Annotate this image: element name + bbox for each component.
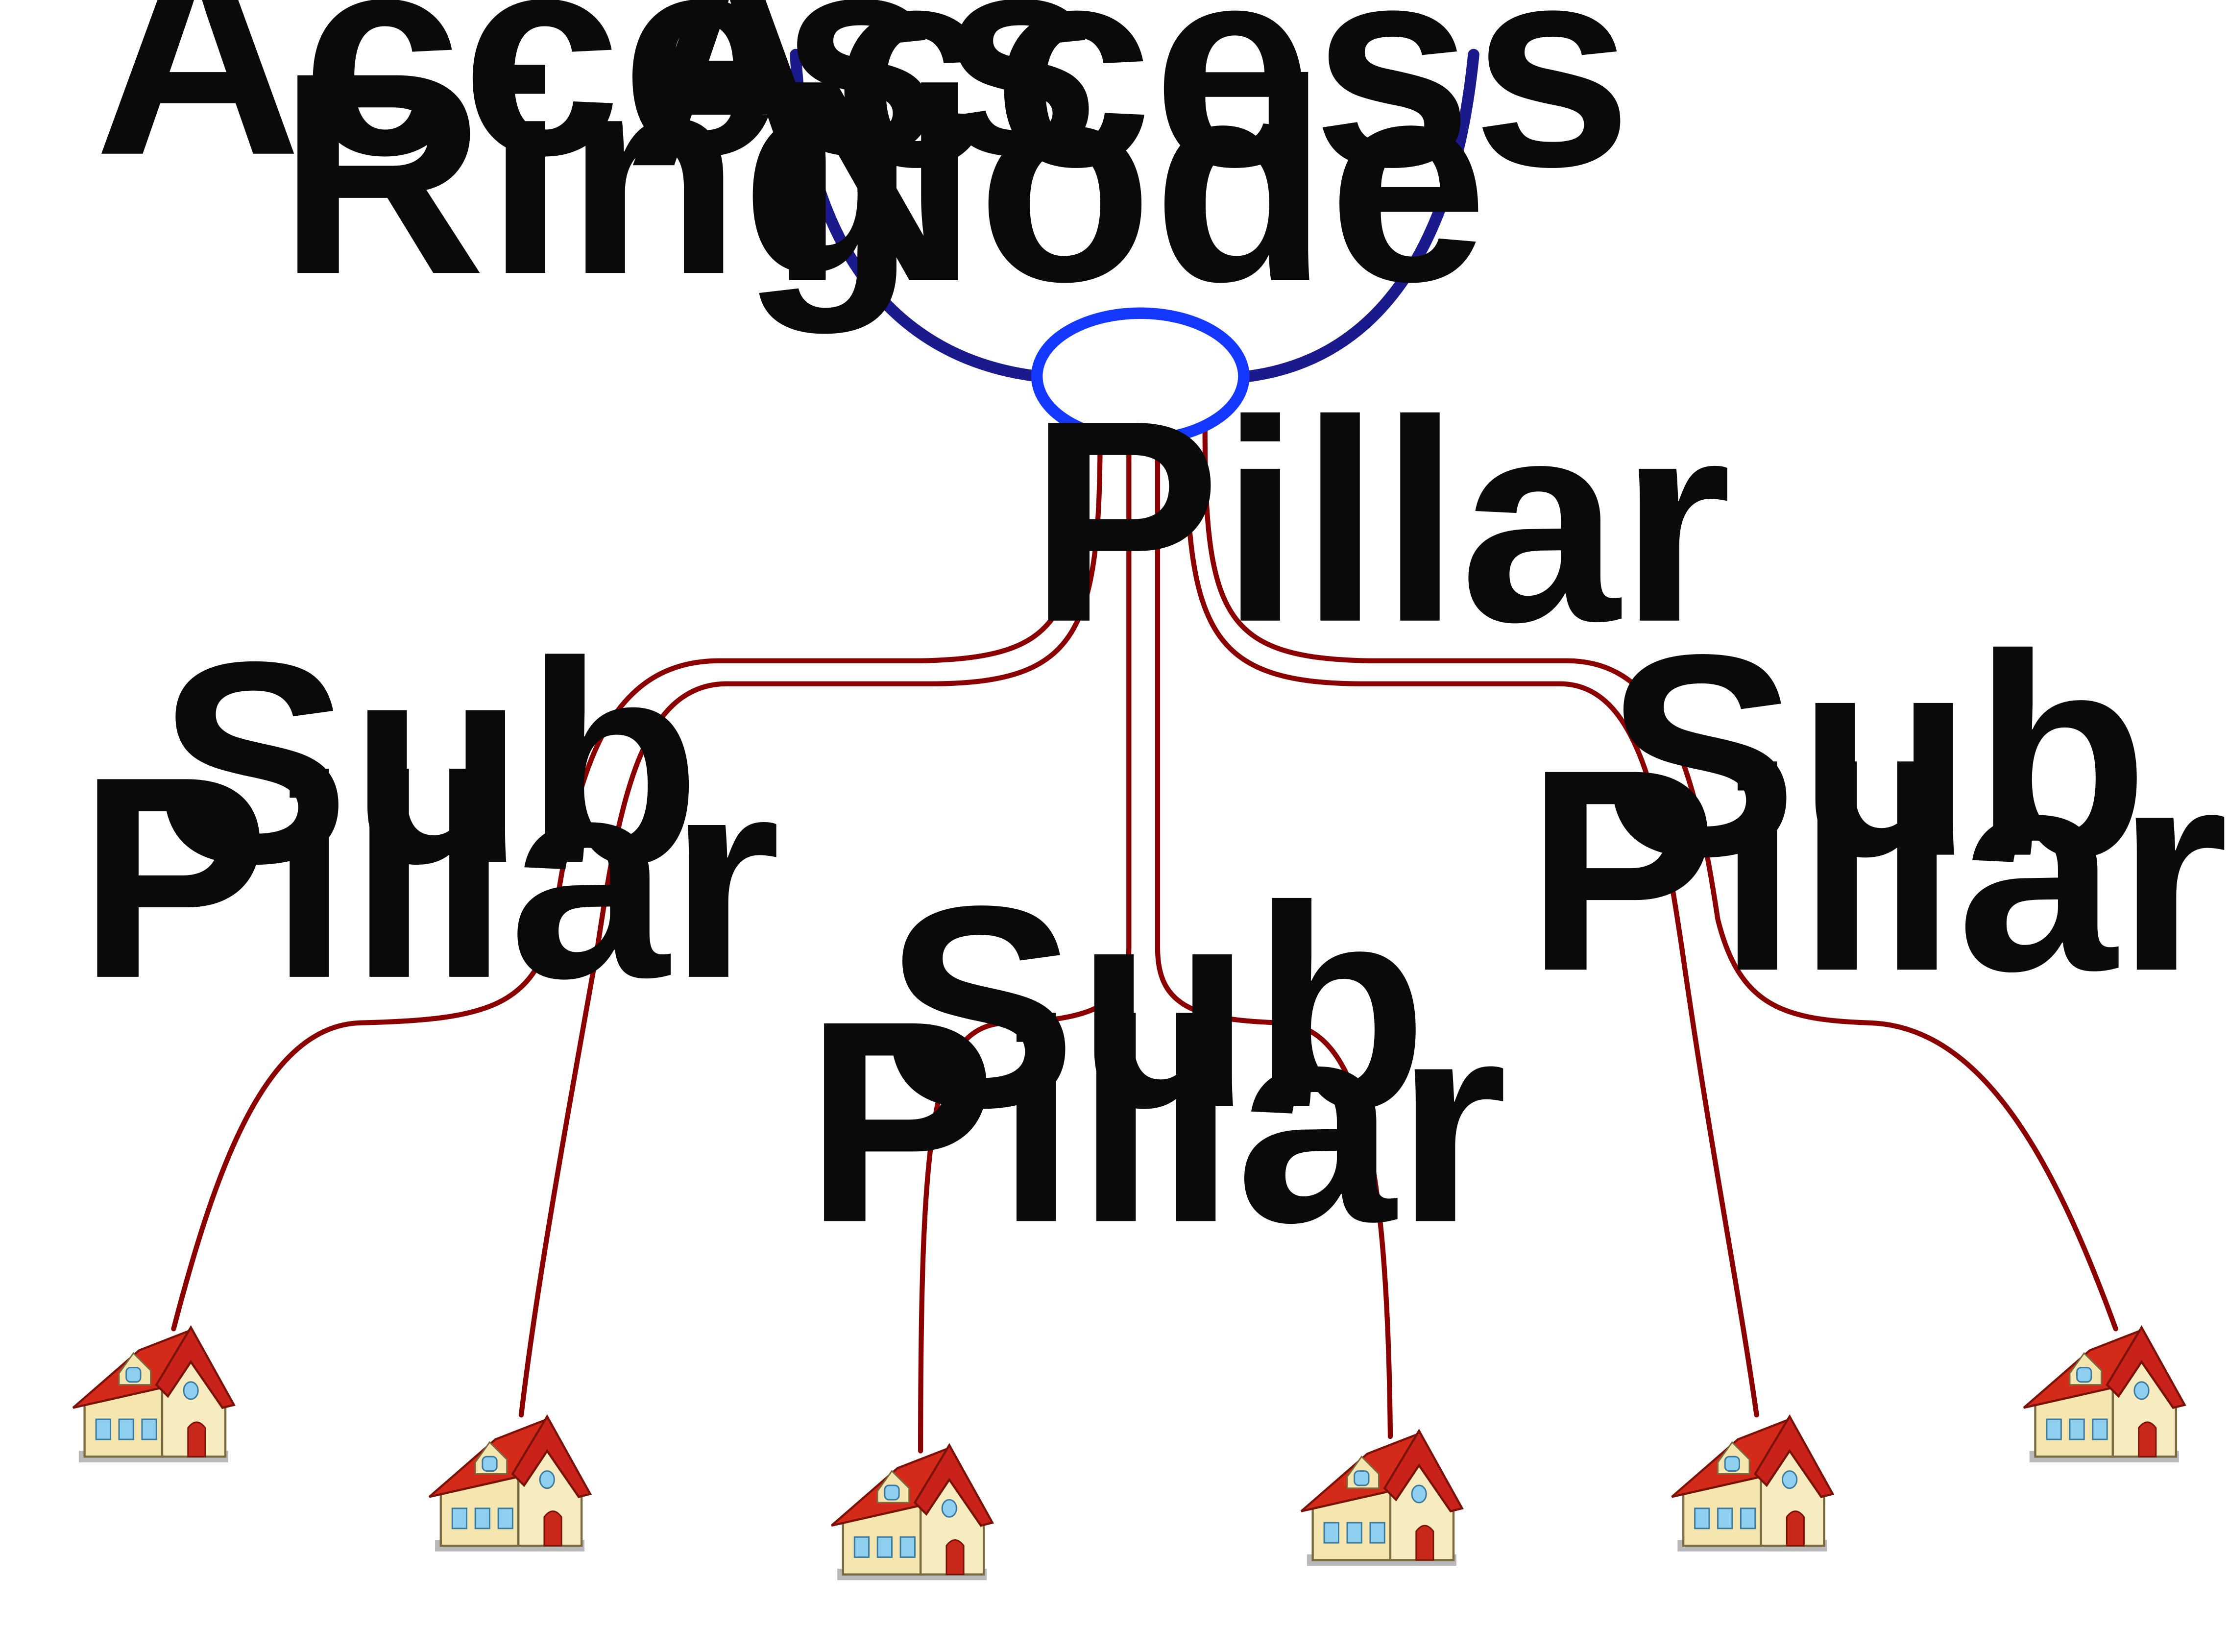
label-sub-pillar-center-line1: Sub: [885, 847, 1428, 1167]
house-icon: [831, 1445, 992, 1580]
label-access-node-line1: Access: [626, 0, 1632, 226]
house-icon: [73, 1327, 234, 1462]
cable-left-outer: [171, 428, 1084, 1332]
cable-group: [171, 428, 2118, 1454]
label-sub-pillar-right-line1: Sub: [1606, 595, 2149, 916]
cable-left-inner: [518, 428, 1103, 1418]
house-icon: [429, 1416, 590, 1552]
label-access-ring-line2: Ring: [278, 13, 917, 336]
access-ring-line: [790, 49, 1479, 382]
house-icon: [1301, 1431, 1462, 1566]
cable-center-left: [918, 431, 1132, 1454]
cable-right-outer: [1202, 428, 2118, 1332]
label-sub-pillar-left-line2: Pillar: [78, 717, 780, 1038]
houses: [73, 1327, 2184, 1580]
label-sub-pillar-right-line2: Pillar: [1526, 710, 2229, 1031]
cable-right-inner: [1184, 428, 1759, 1418]
label-access-node-line2: Node: [770, 21, 1488, 341]
house-icon: [1672, 1416, 1833, 1552]
label-access-ring-line1: Access: [94, 0, 1100, 215]
label-pillar: Pillar: [1029, 361, 1731, 682]
label-sub-pillar-center-line2: Pillar: [805, 961, 1507, 1282]
access-node: [1031, 307, 1250, 445]
label-sub-pillar-left-line1: Sub: [158, 602, 701, 923]
cable-center-right: [1155, 431, 1393, 1439]
house-icon: [2024, 1327, 2184, 1462]
